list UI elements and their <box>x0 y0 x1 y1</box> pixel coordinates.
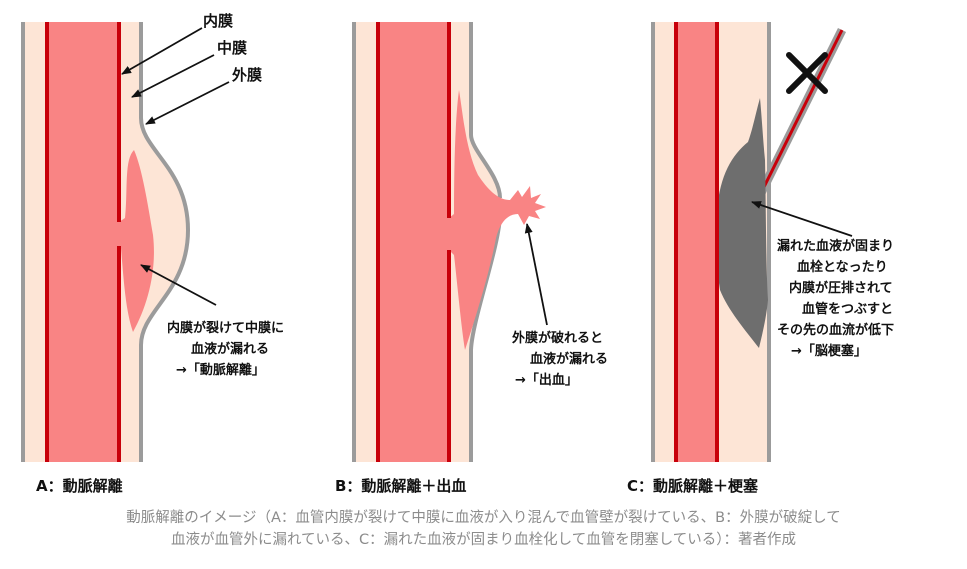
blood-clot <box>716 98 768 348</box>
panel-a-title: A：動脈解離 <box>36 477 123 495</box>
annotation-a-1: 内膜が裂けて中膜に <box>167 320 284 336</box>
panel-c-title: C：動脈解離＋梗塞 <box>627 477 759 495</box>
annotation-c-6: →「脳梗塞」 <box>791 343 867 359</box>
panel-b-title: B：動脈解離＋出血 <box>335 477 466 495</box>
dissection-blood <box>449 90 546 350</box>
panel-a: 内膜 中膜 外膜 内膜が裂けて中膜に 血液が漏れる →「動脈解離」 A：動脈解離 <box>21 12 284 495</box>
label-media: 中膜 <box>217 39 247 57</box>
adventitia-right <box>139 22 191 462</box>
annotation-a-3: →「動脈解離」 <box>176 362 265 378</box>
annotation-c-4: 血管をつぶすと <box>802 301 893 317</box>
caption-line-2: 血液が血管外に漏れている、C：漏れた血液が固まり血栓化して血管を閉塞している）：… <box>170 532 797 548</box>
label-adventitia: 外膜 <box>231 66 262 84</box>
caption-line-1: 動脈解離のイメージ（A：血管内膜が裂けて中膜に血液が入り混んで血管壁が裂けている… <box>126 510 841 526</box>
panel-c: 漏れた血液が固まり 血栓となったり 内膜が圧排されて 血管をつぶすと その先の血… <box>627 22 894 495</box>
pointer-clot <box>751 201 853 237</box>
pointer-dissection <box>140 264 217 306</box>
annotation-c-3: 内膜が圧排されて <box>789 280 893 296</box>
branch-vessel-lumen <box>758 29 844 196</box>
diagram-stage: 内膜 中膜 外膜 内膜が裂けて中膜に 血液が漏れる →「動脈解離」 A：動脈解離… <box>21 12 894 495</box>
annotation-c-1: 漏れた血液が固まり <box>777 238 894 254</box>
label-intima: 内膜 <box>203 12 233 30</box>
dissection-diagram: 内膜 中膜 外膜 内膜が裂けて中膜に 血液が漏れる →「動脈解離」 A：動脈解離… <box>21 12 894 495</box>
lumen <box>378 22 449 462</box>
pointer-adventitia <box>145 81 230 125</box>
panel-b: 外膜が破れると 血液が漏れる →「出血」 B：動脈解離＋出血 <box>335 22 608 495</box>
pointer-rupture <box>524 223 548 326</box>
annotation-c-5: その先の血流が低下 <box>777 322 894 338</box>
annotation-b-1: 外膜が破れると <box>511 330 603 346</box>
figure-caption: 動脈解離のイメージ（A：血管内膜が裂けて中膜に血液が入り混んで血管壁が裂けている… <box>0 507 967 551</box>
lumen <box>676 22 717 462</box>
dissection-blood <box>119 150 154 332</box>
annotation-c-2: 血栓となったり <box>797 259 888 275</box>
lumen <box>47 22 119 462</box>
pointer-intima <box>121 27 203 75</box>
annotation-b-3: →「出血」 <box>515 372 578 388</box>
annotation-b-2: 血液が漏れる <box>530 351 608 367</box>
pointer-media <box>131 54 215 98</box>
x-mark-icon <box>786 52 828 94</box>
annotation-a-2: 血液が漏れる <box>191 341 269 357</box>
